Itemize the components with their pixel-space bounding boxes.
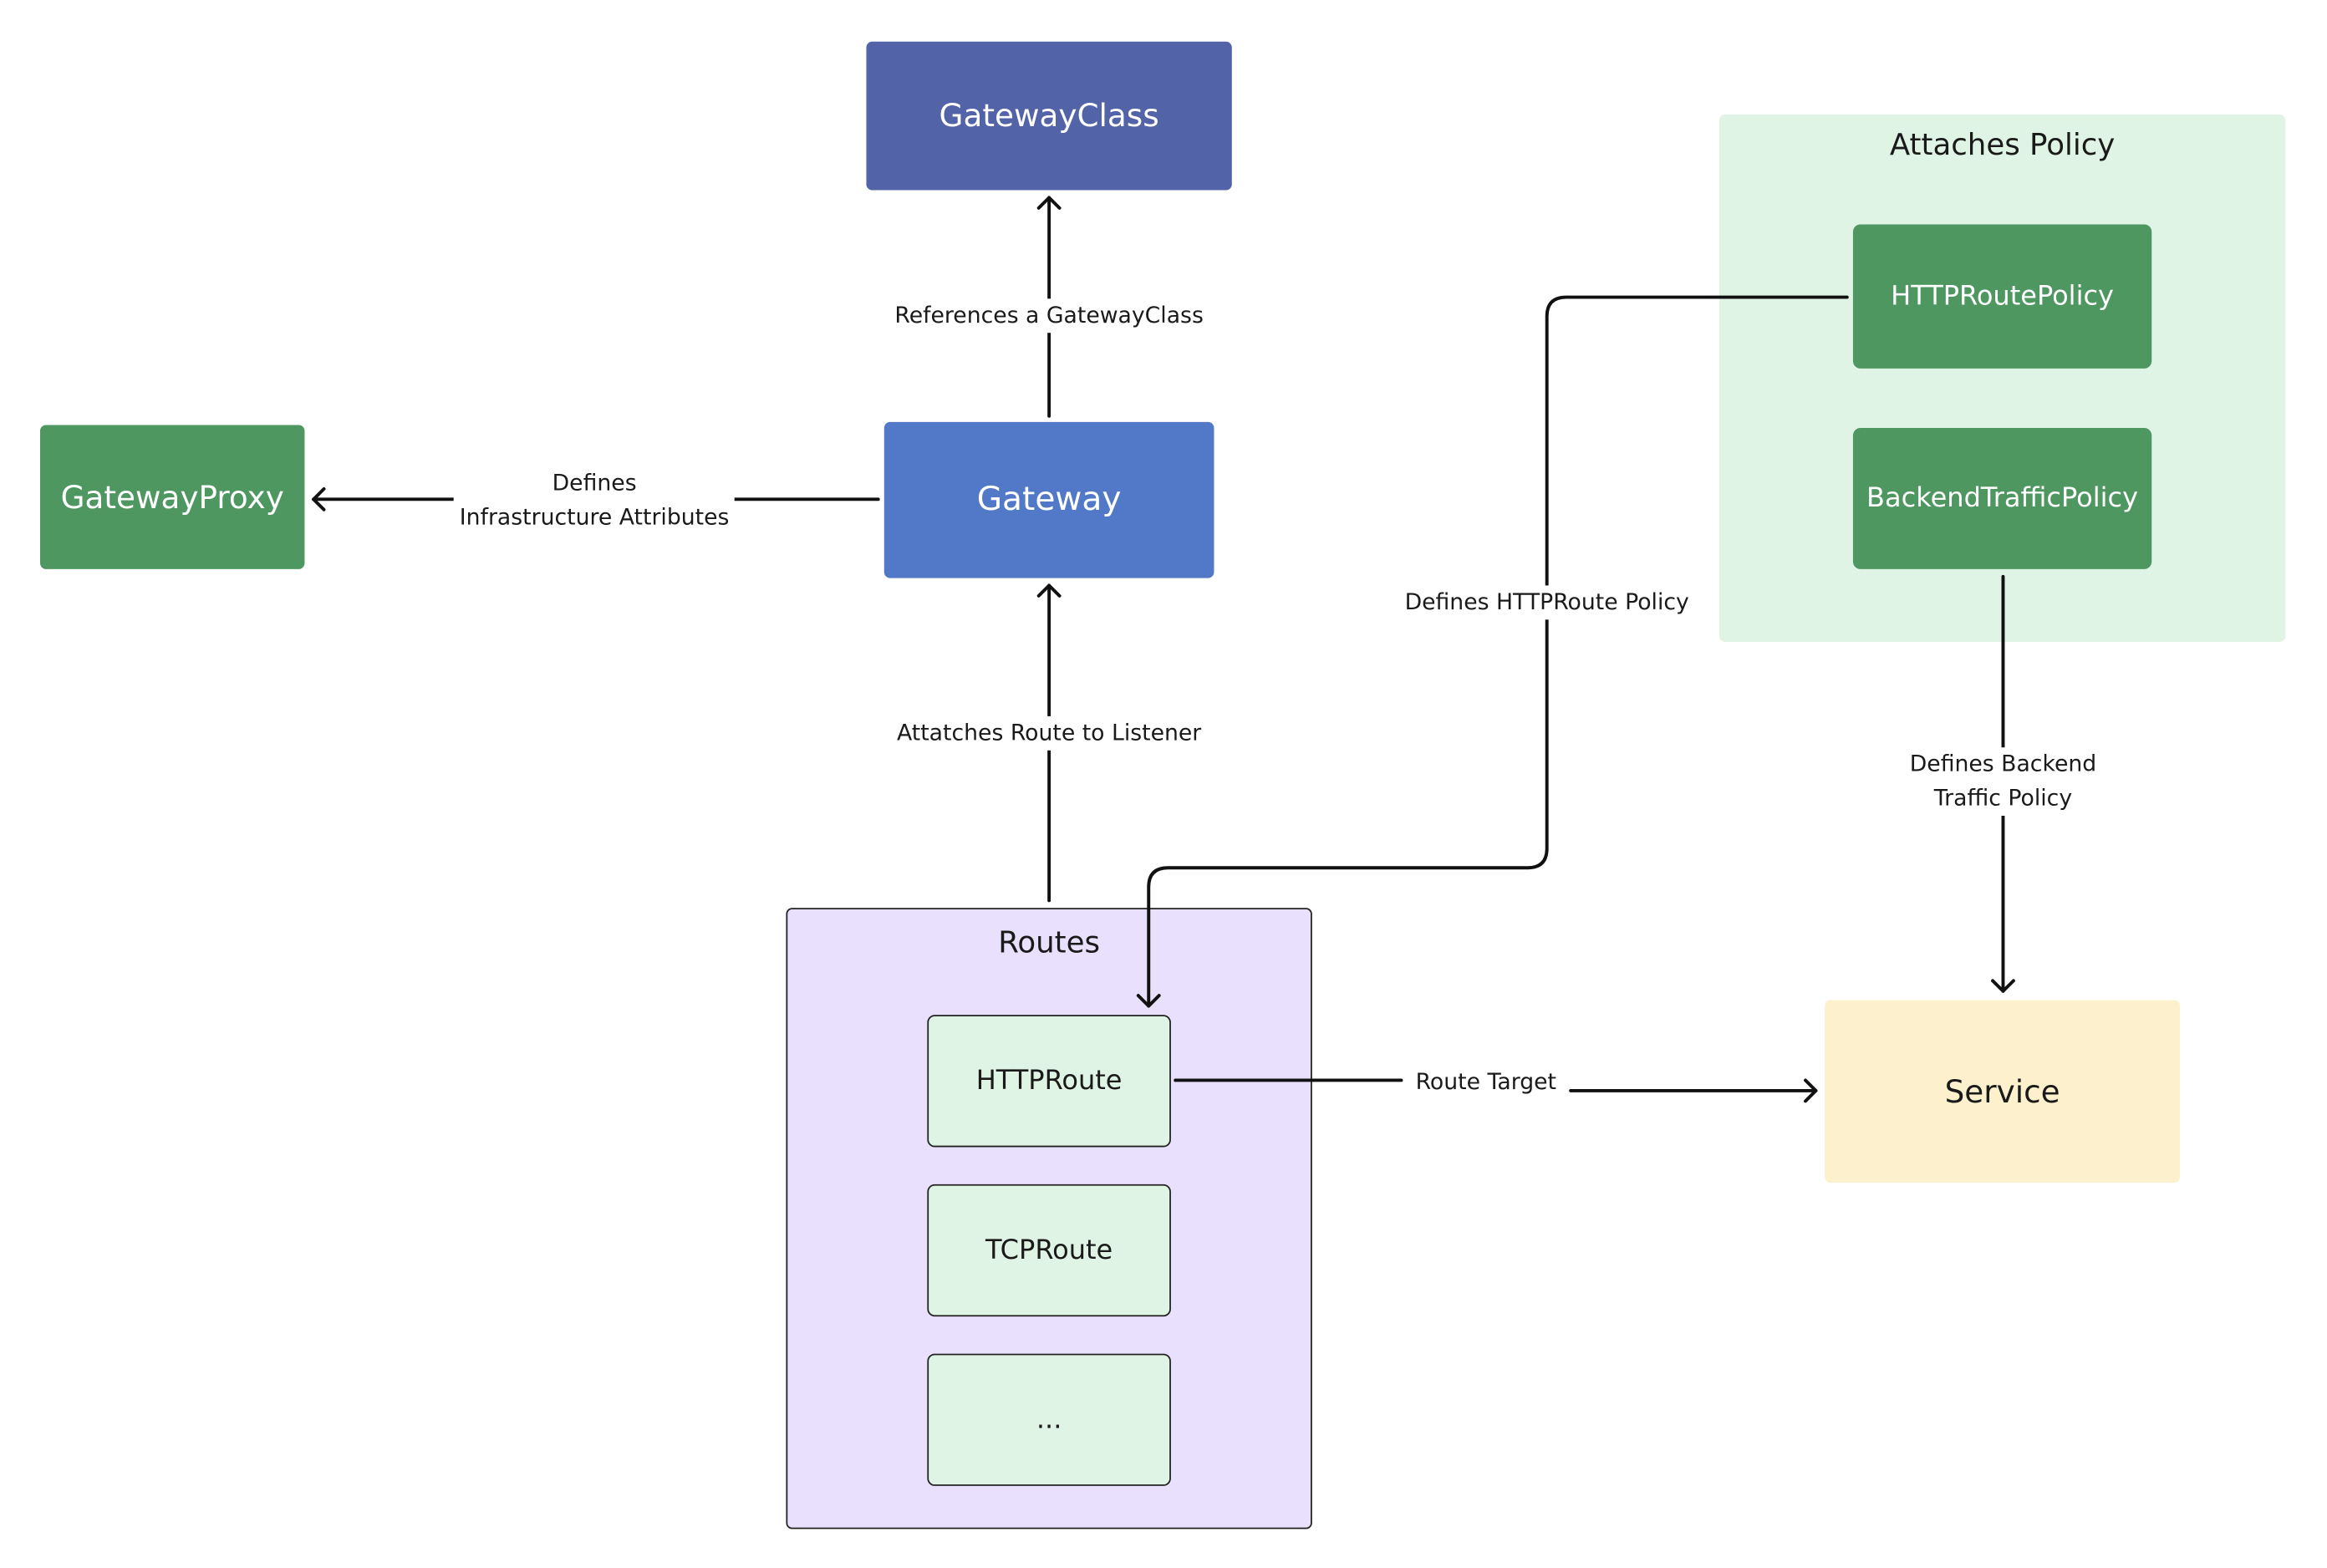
httproute-label: HTTPRoute [975,1065,1123,1097]
more-routes-label: ... [1036,1404,1062,1436]
edge-label-defines-backend-policy-line1: Defines Backend [1909,750,2097,777]
edge-label-attaches-route: Attatches Route to Listener [890,715,1208,751]
httproute-node[interactable]: HTTPRoute [927,1015,1171,1148]
service-label: Service [1944,1073,2060,1110]
service-node[interactable]: Service [1825,1000,2181,1184]
httproutepolicy-label: HTTPRoutePolicy [1891,281,2115,313]
tcproute-node[interactable]: TCPRoute [927,1184,1171,1317]
policy-group-title: Attaches Policy [1889,126,2116,162]
more-routes-node[interactable]: ... [927,1353,1171,1486]
gateway-label: Gateway [976,481,1122,519]
backendtrafficpolicy-node[interactable]: BackendTrafficPolicy [1852,428,2152,569]
edge-label-route-target: Route Target [1409,1065,1563,1100]
tcproute-label: TCPRoute [985,1235,1113,1266]
edge-label-defines-infrastructure: Defines Infrastructure Attributes [453,466,736,536]
edge-httproutepolicy-to-httproute [1147,295,1849,1008]
edge-label-defines-infrastructure-line1: Defines [552,469,637,496]
edge-label-defines-backend-policy-line2: Traffic Policy [1933,784,2073,812]
gatewayproxy-label: GatewayProxy [60,479,284,516]
gateway-node[interactable]: Gateway [883,421,1214,578]
edge-label-defines-backend-policy: Defines Backend Traffic Policy [1903,747,2103,817]
edge-label-defines-infrastructure-line2: Infrastructure Attributes [459,503,730,531]
edge-label-references-gatewayclass: References a GatewayClass [889,298,1209,333]
routes-group-title: Routes [998,924,1100,960]
backendtrafficpolicy-label: BackendTrafficPolicy [1866,482,2139,515]
gatewayclass-node[interactable]: GatewayClass [866,41,1232,191]
edge-label-defines-httproute-policy: Defines HTTPRoute Policy [1398,585,1695,620]
httproutepolicy-node[interactable]: HTTPRoutePolicy [1852,224,2152,369]
gatewayproxy-node[interactable]: GatewayProxy [40,425,305,569]
gatewayclass-label: GatewayClass [939,98,1159,135]
